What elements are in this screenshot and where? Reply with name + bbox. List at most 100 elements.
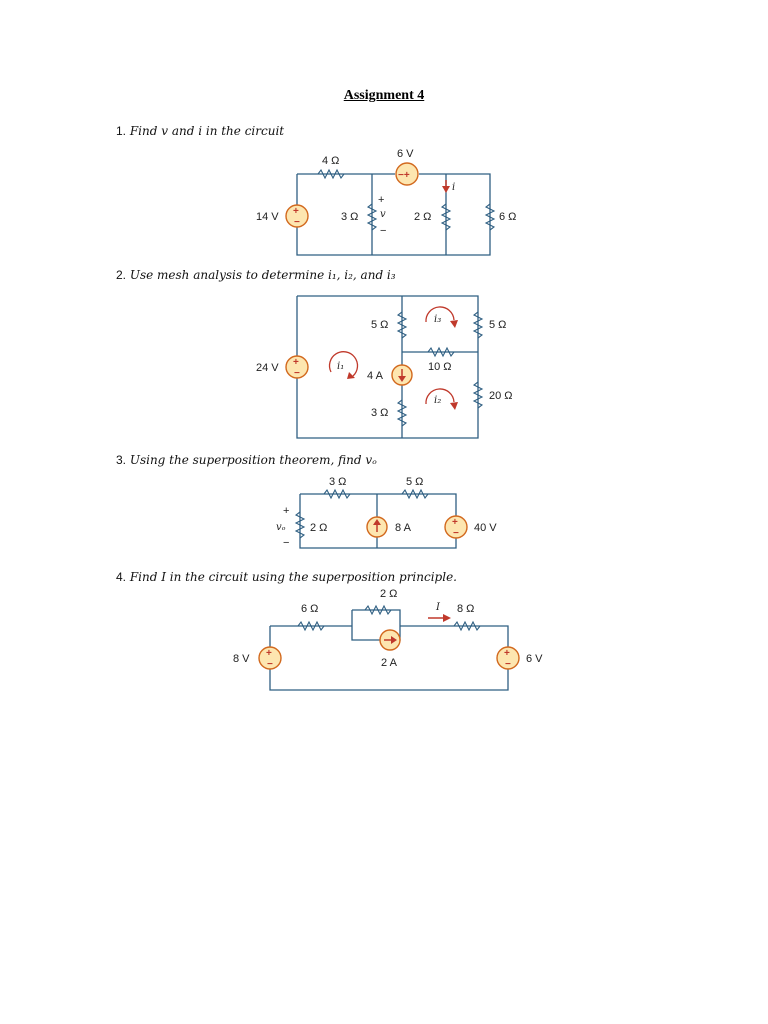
circuit-4-resistor-8ohm [453,620,481,632]
circuit-1-source-6v [395,162,419,186]
circuit-1: 4 Ω −+ 6 V + − 14 V 3 Ω + v − 2 Ω i 6 [256,148,516,256]
circuit-2-label-5ohm-right: 5 Ω [489,319,506,331]
circuit-4-label-6v: 6 V [526,653,543,665]
circuit-2-4a-arrow-head [398,376,406,382]
question-3-number: 3. [116,453,127,467]
circuit-4-resistor-2ohm [364,604,392,616]
circuit-3-resistor-5ohm [401,488,429,500]
circuit-2-label-20ohm: 20 Ω [489,390,513,402]
circuit-4-source-6v [496,646,520,670]
circuit-1-source-6v-signs: −+ [398,170,410,181]
circuit-1-label-14v: 14 V [256,211,279,223]
circuit-3-8a-arrow-head [373,519,381,525]
question-4-text: Find I in the circuit using the superpos… [129,570,457,584]
circuit-1-resistor-3ohm [366,203,378,231]
circuit-2-mesh-2-label: i₂ [434,395,441,406]
circuit-3-source-40v-plus: + [452,517,458,528]
circuit-2-mesh-1-arrow-head [347,372,355,379]
circuit-1-v-label: v [380,209,386,220]
circuit-1-i-label: i [452,182,455,193]
circuit-4-2a-arrow-head [391,636,397,644]
circuit-2-outer-wires [296,295,479,439]
circuit-1-label-6ohm: 6 Ω [499,211,516,223]
circuit-3-vo-minus: − [283,537,289,549]
circuit-4-label-8ohm: 8 Ω [457,603,474,615]
circuit-3-vo-label: vₒ [276,522,286,533]
circuit-2-mesh-2-arrow [425,388,455,405]
circuit-4-label-8v: 8 V [233,653,250,665]
circuit-3-source-40v [444,515,468,539]
question-2-number: 2. [116,268,127,282]
circuit-3-resistor-2ohm [294,511,306,539]
circuit-4-i-label: I [435,602,441,613]
circuit-2-label-4a: 4 A [367,370,384,382]
question-2: 2. Use mesh analysis to determine i₁, i₂… [116,268,396,282]
circuit-2-label-24v: 24 V [256,362,279,374]
circuit-2-resistor-3ohm [396,399,408,427]
question-1: 1. Find v and i in the circuit [116,124,284,138]
circuit-1-source-14v-minus: − [294,217,300,228]
question-3: 3. Using the superposition theorem, find… [116,453,377,467]
circuit-1-resistor-6ohm [484,203,496,231]
circuit-2-mesh-3-label: i₃ [434,314,441,325]
circuit-3-outer-wires [299,493,457,549]
circuit-4-source-8v-minus: − [267,659,273,670]
circuit-4-label-2ohm: 2 Ω [380,588,397,600]
circuit-3-label-8a: 8 A [395,522,412,534]
circuit-4-label-2a: 2 A [381,657,398,669]
circuit-3-label-5ohm: 5 Ω [406,476,423,488]
circuit-2-label-3ohm: 3 Ω [371,407,388,419]
circuit-1-label-2ohm: 2 Ω [414,211,431,223]
circuit-3-source-40v-minus: − [453,528,459,539]
circuit-1-label-4ohm: 4 Ω [322,155,339,167]
circuit-2-resistor-10ohm [427,346,455,358]
circuit-1-v-minus: − [380,225,386,237]
circuit-3-vo-plus: + [283,505,289,517]
circuit-2-label-5ohm-mid: 5 Ω [371,319,388,331]
circuit-2-mesh-3-arrow [425,306,455,323]
circuit-2-resistor-20ohm [472,381,484,409]
circuit-3-label-2ohm: 2 Ω [310,522,327,534]
circuit-3-label-40v: 40 V [474,522,497,534]
circuit-2-source-24v-minus: − [294,368,300,379]
circuit-4-i-arrow-head [443,614,451,622]
circuit-3-label-3ohm: 3 Ω [329,476,346,488]
circuit-1-v-plus: + [378,194,384,206]
circuit-2-source-24v [285,355,309,379]
circuit-1-source-14v-plus: + [293,206,299,217]
circuit-4-source-6v-plus: + [504,648,510,659]
circuit-4-source-8v-plus: + [266,648,272,659]
question-4: 4. Find I in the circuit using the super… [116,570,457,584]
circuit-2-mesh-1-arrow [328,351,359,377]
circuit-4-label-6ohm: 6 Ω [301,603,318,615]
circuit-1-resistor-4ohm [317,168,345,180]
question-1-text: Find v and i in the circuit [129,124,285,138]
circuit-1-i-arrow-head [442,186,450,193]
circuit-4-source-6v-minus: − [505,659,511,670]
circuit-1-label-3ohm: 3 Ω [341,211,358,223]
circuit-1-label-6v: 6 V [397,148,414,160]
page-title: Assignment 4 [343,88,425,103]
circuit-1-source-14v [285,204,309,228]
circuit-1-wires [296,173,491,256]
circuit-2-label-10ohm: 10 Ω [428,361,452,373]
question-3-text: Using the superposition theorem, find vₒ [129,453,377,467]
circuit-4-source-8v [258,646,282,670]
question-4-number: 4. [116,570,127,584]
circuit-1-resistor-2ohm [440,203,452,231]
question-1-number: 1. [116,124,127,138]
circuit-2-mesh-2-arrow-head [450,402,458,410]
circuit-2-resistor-5ohm-right [472,311,484,339]
circuit-2-mesh-3-arrow-head [450,320,458,328]
circuit-4-resistor-6ohm [297,620,325,632]
circuit-4: 6 Ω 2 Ω 2 A I 8 Ω + − 8 V + − 6 V [233,588,543,691]
circuit-2: + − 24 V 5 Ω 4 A 3 Ω 10 Ω 5 Ω 20 Ω [256,295,513,439]
circuit-2-source-24v-plus: + [293,357,299,368]
question-2-text: Use mesh analysis to determine i₁, i₂, a… [129,268,396,282]
circuit-3-resistor-3ohm [323,488,351,500]
circuit-2-mesh-1-label: i₁ [337,361,344,372]
circuit-3: 3 Ω 5 Ω 2 Ω + vₒ − 8 A + − 40 V [276,476,497,549]
circuit-2-resistor-5ohm-mid [396,311,408,339]
